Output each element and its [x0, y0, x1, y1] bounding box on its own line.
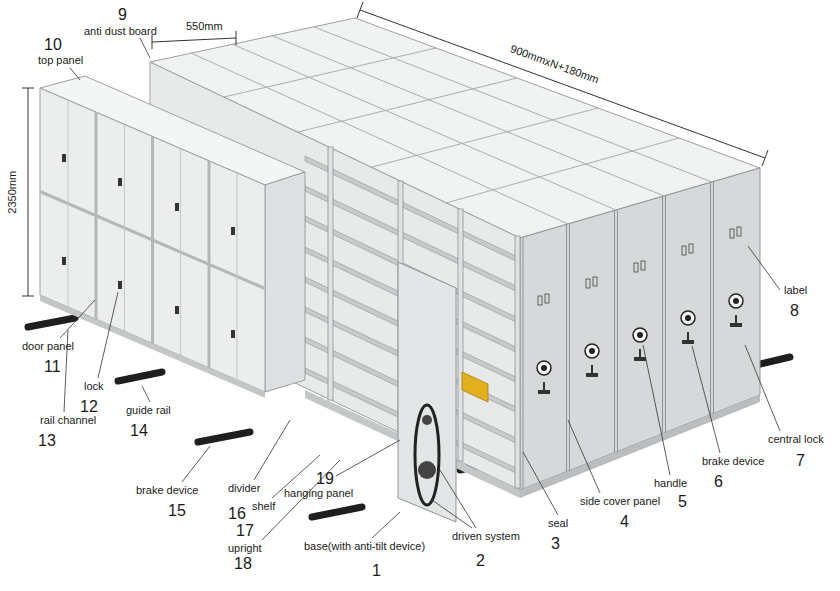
callout-number: 3: [551, 535, 560, 553]
callout-number: 13: [38, 432, 56, 450]
callout-number: 15: [168, 502, 186, 520]
callout-number: 16: [228, 505, 246, 523]
part-label: guide rail: [126, 404, 171, 417]
part-label: driven system: [452, 530, 520, 543]
part-label: side cover panel: [580, 495, 660, 508]
callout-number: 11: [44, 358, 61, 376]
callout-number: 14: [130, 422, 148, 440]
callout-number: 7: [796, 452, 805, 470]
part-label: door panel: [22, 340, 74, 353]
part-label: shelf: [252, 500, 275, 513]
callout-number: 18: [234, 555, 252, 573]
dimension-label: 550mm: [186, 20, 223, 33]
part-label: handle: [654, 477, 687, 490]
callout-number: 4: [620, 513, 629, 531]
part-label: rail channel: [40, 414, 96, 427]
dimension-label: 900mmxN+180mm: [509, 42, 601, 86]
part-label: seal: [548, 517, 568, 530]
dimension-lines: [22, 2, 768, 296]
part-label: lock: [84, 380, 104, 393]
part-label: label: [784, 284, 807, 297]
callout-number: 19: [316, 470, 334, 488]
door-cabinet: [40, 76, 305, 398]
callout-number: 17: [236, 522, 254, 540]
callout-number: 2: [476, 552, 485, 570]
callout-number: 6: [714, 473, 723, 491]
callout-number: 5: [678, 493, 687, 511]
callout-number: 9: [118, 6, 127, 24]
hanging-panel: [398, 262, 456, 522]
dimension-label: 2350mm: [6, 171, 19, 214]
part-label: brake device: [136, 484, 198, 497]
part-label: hanging panel: [284, 487, 353, 500]
callout-number: 12: [80, 398, 98, 416]
part-label: base(with anti-tilt device): [304, 540, 425, 553]
leader-lines: [60, 38, 780, 540]
part-label: brake device: [702, 455, 764, 468]
callout-number: 1: [372, 562, 381, 580]
part-label: anti dust board: [84, 25, 157, 38]
part-label: central lock: [768, 433, 824, 446]
callout-number: 10: [44, 36, 62, 54]
callout-number: 8: [790, 302, 799, 320]
part-label: top panel: [38, 54, 83, 67]
part-label: divider: [228, 482, 260, 495]
part-label: upright: [228, 542, 262, 555]
